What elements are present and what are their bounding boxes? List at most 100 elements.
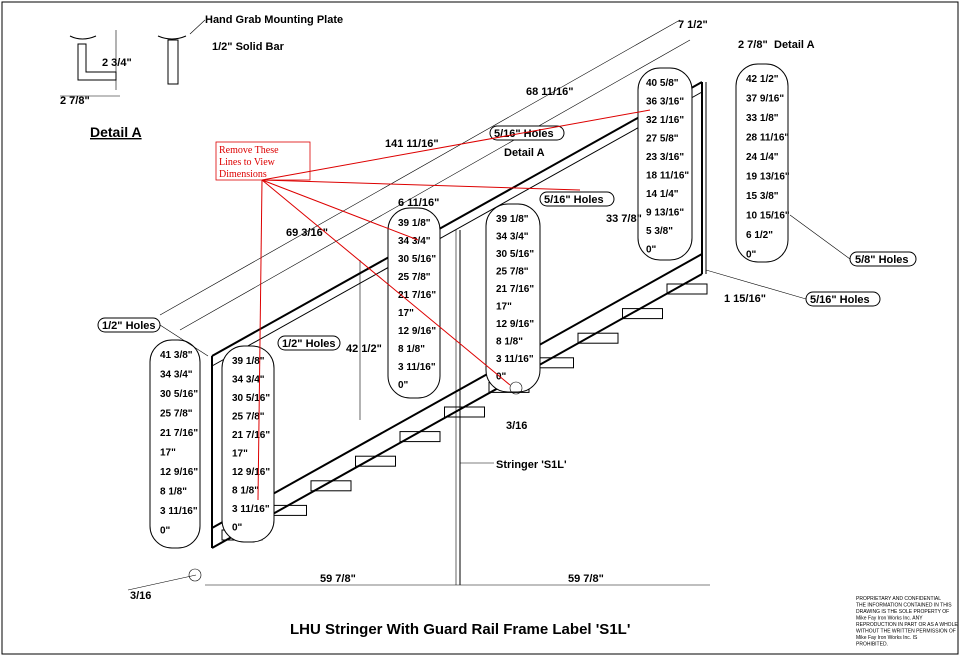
hole-cloud bbox=[485, 203, 541, 393]
hole-dimension: 17" bbox=[232, 449, 248, 460]
title-block-line: PROPRIETARY AND CONFIDENTIAL bbox=[856, 596, 941, 602]
red-note-line-1: Remove These bbox=[219, 145, 279, 156]
dim-post-height: 42 1/2" bbox=[346, 343, 382, 355]
callout-5-16-holes-b: 5/16" Holes bbox=[544, 194, 604, 206]
hole-dimension: 14 1/4" bbox=[646, 189, 679, 200]
hole-dimension: 34 3/4" bbox=[160, 370, 193, 381]
hole-column-left-post: 39 1/8"34 3/4"30 5/16"25 7/8"21 7/16"17"… bbox=[221, 345, 275, 543]
hole-dimension: 42 1/2" bbox=[746, 74, 779, 85]
hole-dimension: 3 11/16" bbox=[496, 354, 534, 365]
hole-dimension: 34 3/4" bbox=[232, 375, 265, 386]
callout-weld-1: 3/16 bbox=[506, 420, 527, 432]
hole-dimension: 12 9/16" bbox=[232, 467, 270, 478]
hole-dimension: 37 9/16" bbox=[746, 94, 784, 105]
callout-stringer: Stringer 'S1L' bbox=[496, 459, 567, 471]
hole-dimension: 25 7/8" bbox=[232, 412, 265, 423]
hole-dimension: 36 3/16" bbox=[646, 97, 684, 108]
callout-5-16-holes-c: 5/16" Holes bbox=[810, 294, 870, 306]
hole-column-mid-left: 39 1/8"34 3/4"30 5/16"25 7/8"21 7/16"17"… bbox=[387, 207, 441, 399]
red-note-line-2: Lines to View bbox=[219, 157, 276, 168]
hole-dimension: 24 1/4" bbox=[746, 152, 779, 163]
overall-dimension-line bbox=[159, 19, 681, 316]
hole-dimension: 19 13/16" bbox=[746, 172, 790, 183]
hole-dimension: 5 3/8" bbox=[646, 226, 673, 237]
red-leader bbox=[261, 179, 419, 241]
hole-dimension: 8 1/8" bbox=[160, 487, 187, 498]
dim-mid-post-top: 6 11/16" bbox=[398, 197, 439, 209]
callout-half-inch-holes: 1/2" Holes bbox=[102, 320, 156, 332]
hole-dimension: 17" bbox=[496, 302, 512, 313]
tread bbox=[355, 455, 396, 467]
leader-line bbox=[789, 214, 851, 260]
red-leader bbox=[261, 109, 651, 181]
hole-dimension: 25 7/8" bbox=[496, 267, 529, 278]
callout-detail-a-2: Detail A bbox=[774, 39, 815, 51]
hole-dimension: 8 1/8" bbox=[232, 486, 259, 497]
leader-line bbox=[127, 574, 197, 591]
dim-upper-rail: 68 11/16" bbox=[526, 86, 573, 98]
callout-cloud bbox=[277, 335, 341, 351]
tread bbox=[444, 406, 485, 418]
hole-dimension: 10 15/16" bbox=[746, 211, 790, 222]
tread bbox=[577, 332, 619, 344]
dim-tread-offset: 1 15/16" bbox=[724, 293, 766, 305]
hand-grab-label: Hand Grab Mounting Plate bbox=[205, 14, 343, 26]
dim-upper-run: 59 7/8" bbox=[568, 573, 604, 585]
title-block-line: THE INFORMATION CONTAINED IN THIS bbox=[856, 603, 952, 609]
hole-dimension: 40 5/8" bbox=[646, 78, 679, 89]
leader-line bbox=[705, 269, 807, 300]
hole-cloud bbox=[149, 339, 201, 549]
hole-dimension: 3 11/16" bbox=[398, 362, 436, 373]
leader-line bbox=[159, 324, 209, 357]
dim-overall: 141 11/16" bbox=[385, 138, 439, 150]
detail-a-height-dim: 2 3/4" bbox=[102, 57, 132, 69]
hole-dimension: 8 1/8" bbox=[496, 337, 523, 348]
tread bbox=[399, 431, 441, 443]
solid-bar-label: 1/2" Solid Bar bbox=[212, 41, 285, 53]
detail-a-width-dim: 2 7/8" bbox=[60, 95, 90, 107]
title-block-line: DRAWING IS THE SOLE PROPERTY OF bbox=[856, 609, 949, 615]
hole-dimension: 39 1/8" bbox=[232, 356, 265, 367]
callout-detail-a-1: Detail A bbox=[504, 147, 545, 159]
tread bbox=[666, 283, 708, 295]
dim-plate-width: 2 7/8" bbox=[738, 39, 768, 51]
hole-dimension: 25 7/8" bbox=[398, 272, 431, 283]
solid-bar bbox=[167, 39, 179, 85]
hole-dimension: 12 9/16" bbox=[160, 467, 198, 478]
stringer-body bbox=[159, 19, 710, 586]
detail-a-plate-curve bbox=[69, 35, 97, 40]
title-block-line: PROHIBITED. bbox=[856, 642, 888, 648]
hole-dimension: 25 7/8" bbox=[160, 409, 193, 420]
hole-dimension: 39 1/8" bbox=[398, 218, 431, 229]
guard-rail-top bbox=[211, 81, 703, 357]
hand-grab-leader bbox=[189, 19, 206, 35]
red-note-line-3: Dimensions bbox=[219, 169, 267, 180]
hole-dimension: 17" bbox=[398, 308, 414, 319]
hole-labels: 40 5/8"36 3/16"32 1/16"27 5/8"23 3/16"18… bbox=[646, 78, 689, 256]
mounting-plate bbox=[157, 35, 187, 40]
title-block-line: REPRODUCTION IN PART OR AS A WHOLE bbox=[856, 622, 958, 628]
hole-dimension: 15 3/8" bbox=[746, 191, 779, 202]
hole-dimension: 0" bbox=[232, 523, 243, 534]
red-leader bbox=[261, 179, 581, 191]
hole-cloud bbox=[735, 63, 789, 263]
stringer-top-edge bbox=[211, 253, 703, 529]
hole-labels: 41 3/8"34 3/4"30 5/16"25 7/8"21 7/16"17"… bbox=[160, 350, 198, 537]
title-block-line: WITHOUT THE WRITTEN PERMISSION OF bbox=[856, 629, 956, 635]
hole-dimension: 12 9/16" bbox=[496, 319, 534, 330]
hole-dimension: 21 7/16" bbox=[496, 284, 534, 295]
hole-dimension: 0" bbox=[160, 526, 171, 537]
detail-a-heading: Detail A bbox=[90, 124, 142, 140]
dim-right-post: 33 7/8" bbox=[606, 213, 642, 225]
tread bbox=[622, 308, 663, 320]
hole-dimension: 21 7/16" bbox=[160, 428, 198, 439]
hole-dimension: 39 1/8" bbox=[496, 214, 529, 225]
hole-labels: 39 1/8"34 3/4"30 5/16"25 7/8"21 7/16"17"… bbox=[232, 356, 270, 534]
hole-dimension: 17" bbox=[160, 448, 176, 459]
callout-cloud bbox=[539, 191, 615, 207]
dim-lower-rail: 69 3/16" bbox=[286, 227, 328, 239]
